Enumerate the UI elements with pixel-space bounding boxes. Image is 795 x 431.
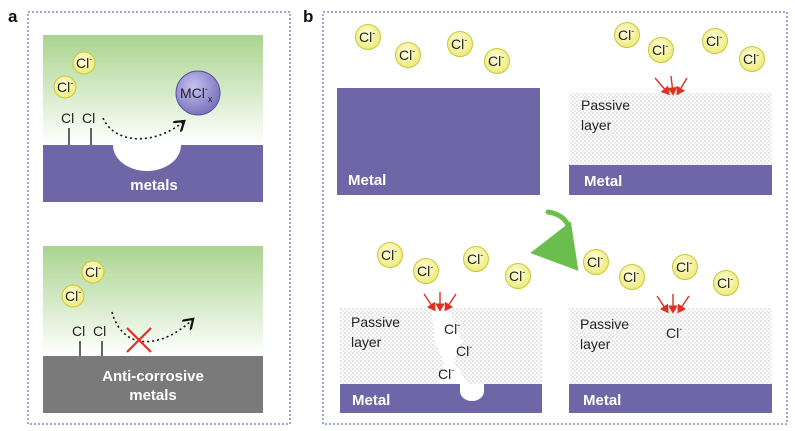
panel-b-passive: Passive layer Metal: [569, 75, 772, 195]
svg-text:MCl-x: MCl-x: [180, 84, 213, 104]
passive-layer-label: layer: [351, 334, 382, 350]
passive-layer-label: Passive: [580, 316, 629, 332]
metal-label: Metal: [348, 172, 386, 189]
blocked-cross-icon: [126, 327, 152, 353]
blocked-arrow: [111, 311, 192, 343]
dissolution-arrow: [102, 117, 183, 140]
chloride-ion: Cl-: [72, 51, 96, 75]
chloride-ion: Cl-: [463, 246, 489, 272]
chloride-in-layer: Cl-: [666, 324, 682, 341]
attack-arrow: [677, 295, 690, 314]
chloride-in-pit: Cl-: [444, 320, 460, 337]
chloride-ion-label: Cl-: [743, 50, 759, 67]
chloride-ion: Cl-: [447, 31, 473, 57]
chloride-ion: Cl-: [619, 264, 645, 290]
passive-layer-label: layer: [581, 117, 612, 133]
chloride-ion: Cl-: [484, 48, 510, 74]
attack-arrow: [676, 77, 688, 96]
anti-corrosive-label: metals: [129, 387, 177, 404]
panel-b-penetration: Passive layer Metal Cl-: [569, 294, 772, 413]
adsorbed-cl-label: Cl: [61, 110, 74, 126]
metal-label: Metal: [583, 392, 621, 409]
passive-layer-label: Passive: [581, 97, 630, 113]
adsorbed-cl-label: Cl: [93, 323, 106, 339]
panel-a-bottom: Cl- Cl- Cl Cl Anti-corrosive metals: [43, 246, 263, 413]
metal-block: [569, 384, 772, 413]
panel-b-pitting: Passive layer Metal Cl- Cl- Cl-: [340, 292, 542, 413]
svg-text:Cl-: Cl-: [65, 287, 81, 304]
attack-arrow: [444, 293, 457, 312]
chloride-ion: Cl-: [739, 46, 765, 72]
chloride-ion: Cl-: [61, 284, 85, 308]
panel-a-letter: a: [8, 7, 18, 26]
pit: [432, 308, 484, 401]
chloride-ion-label: Cl-: [381, 246, 397, 263]
chloride-ion-label: Cl-: [618, 26, 634, 43]
passive-layer: [569, 308, 772, 384]
passive-layer-label: layer: [580, 336, 611, 352]
chloride-ion-label: Cl-: [467, 250, 483, 267]
chloride-ion-label: Cl-: [359, 28, 375, 45]
metals-label: metals: [130, 177, 178, 194]
chloride-ion-label: Cl-: [717, 274, 733, 291]
anti-corrosive-label: Anti-corrosive: [102, 368, 204, 385]
panel-b-frame: [322, 11, 788, 425]
chloride-ion: Cl-: [713, 270, 739, 296]
chloride-ion-label: Cl-: [451, 35, 467, 52]
attack-arrow: [656, 295, 669, 314]
cycle-arrow: [530, 209, 579, 271]
panel-a-frame: [27, 11, 291, 425]
passive-layer: [569, 93, 772, 165]
adsorbed-cl-label: Cl: [72, 323, 85, 339]
panel-b-free-ions: Cl- Cl- Cl- Cl- Cl- Cl- Cl- Cl- Cl- Cl- Cl- Cl- Cl- C…: [355, 22, 765, 296]
metal-block: [337, 88, 540, 195]
chloride-ion-label: Cl-: [623, 268, 639, 285]
svg-text:Cl-: Cl-: [76, 54, 92, 71]
chloride-ion-label: Cl-: [706, 32, 722, 49]
chloride-ion: Cl-: [672, 254, 698, 280]
svg-text:Cl-: Cl-: [57, 78, 73, 95]
chloride-ion: Cl-: [355, 24, 381, 50]
mclx-product: MCl-x: [175, 70, 221, 116]
panel-a-top: Cl- Cl- Cl Cl MCl-x metals: [43, 35, 263, 202]
chloride-ion-label: Cl-: [509, 267, 525, 284]
chloride-ion-label: Cl-: [587, 253, 603, 270]
chloride-ion-label: Cl-: [399, 46, 415, 63]
chloride-ion: Cl-: [395, 42, 421, 68]
chloride-ion-label: Cl-: [488, 52, 504, 69]
metal-label: Metal: [584, 173, 622, 190]
chloride-ion: Cl-: [505, 263, 531, 289]
panel-b-bare-metal: Metal: [337, 88, 540, 195]
chloride-ion: Cl-: [583, 249, 609, 275]
chloride-in-pit: Cl-: [456, 342, 472, 359]
adsorbed-cl-label: Cl: [82, 110, 95, 126]
metal-block: [569, 165, 772, 195]
panel-b-letter: b: [303, 7, 313, 26]
metal-label: Metal: [352, 392, 390, 409]
anti-corrosive-substrate: [43, 356, 263, 413]
passive-layer-label: Passive: [351, 314, 400, 330]
chloride-ion: Cl-: [81, 260, 105, 284]
chloride-ion-label: Cl-: [417, 262, 433, 279]
chloride-ion: Cl-: [702, 28, 728, 54]
chloride-ion: Cl-: [413, 258, 439, 284]
chloride-ion-label: Cl-: [652, 41, 668, 58]
chloride-ion-label: Cl-: [676, 258, 692, 275]
attack-arrow: [654, 77, 670, 96]
metal-block: [340, 384, 542, 413]
attack-arrow: [423, 293, 436, 312]
chloride-ion: Cl-: [648, 37, 674, 63]
pit: [113, 145, 181, 171]
chloride-in-pit: Cl-: [438, 365, 454, 382]
svg-text:Cl-: Cl-: [85, 263, 101, 280]
chloride-ion: Cl-: [53, 75, 77, 99]
chloride-ion: Cl-: [614, 22, 640, 48]
chloride-ion: Cl-: [377, 242, 403, 268]
attack-arrow: [667, 75, 678, 96]
